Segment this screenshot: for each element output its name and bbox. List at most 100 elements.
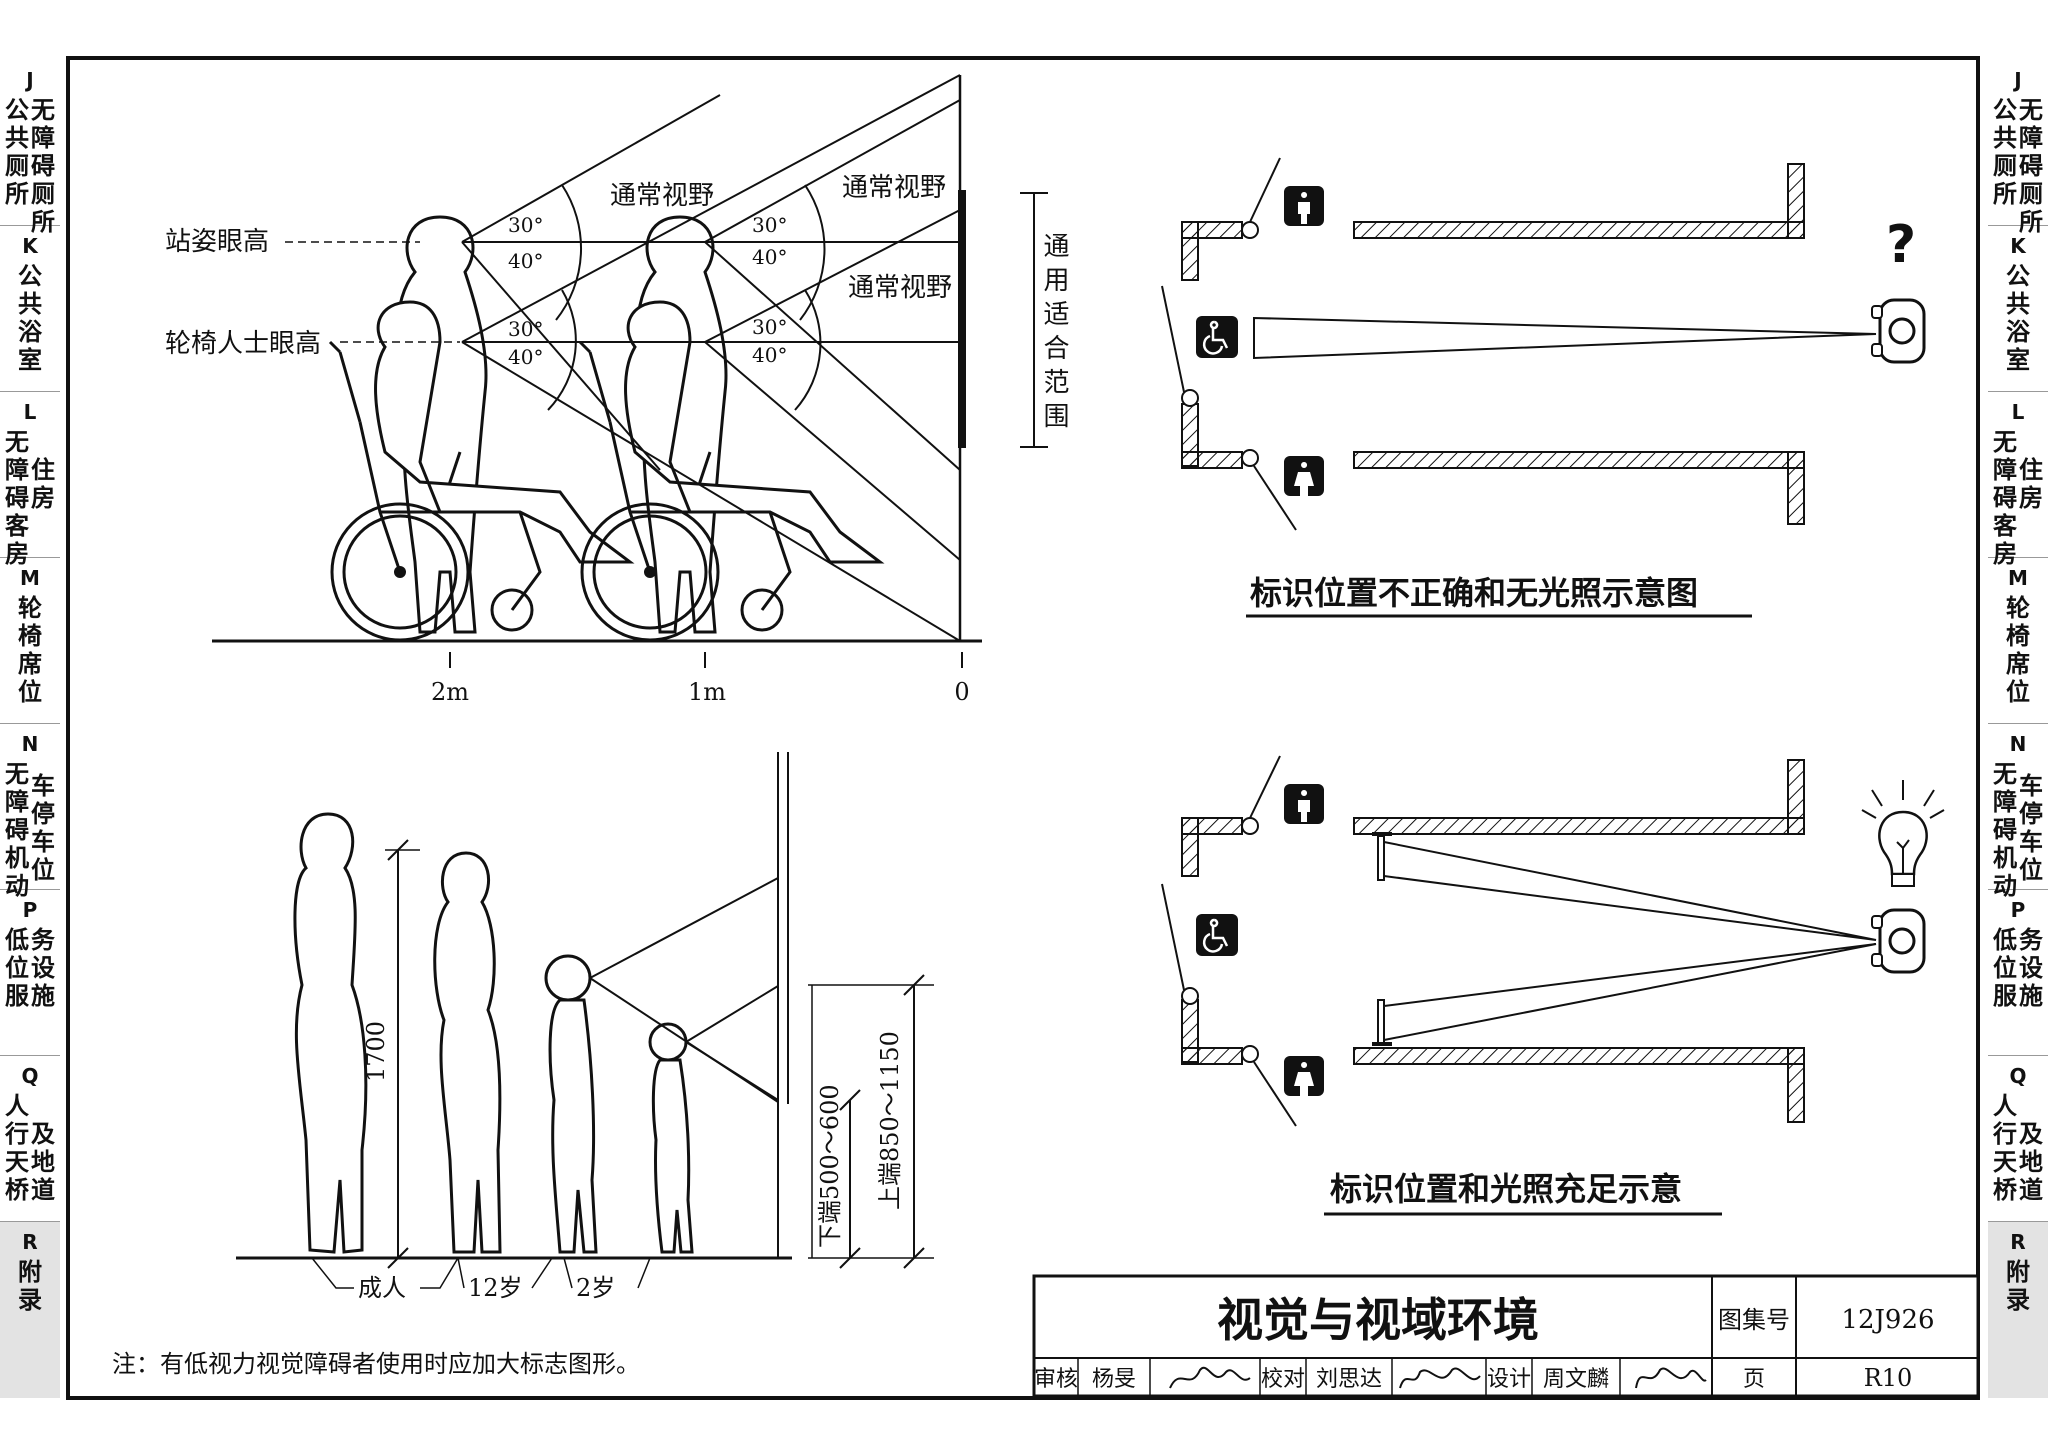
angle-down-label: 40°	[508, 249, 543, 273]
wheelchair-user-2	[578, 300, 882, 642]
side-tab-l-left[interactable]: L 无障碍客房 住房	[0, 392, 60, 568]
tab-label-a: 人行天桥	[5, 1092, 29, 1204]
distance-label-1m: 1m	[688, 678, 726, 706]
tab-label: 公共浴室	[18, 262, 42, 374]
age-2-label: 2岁	[576, 1274, 615, 1302]
tab-letter: R	[22, 1230, 38, 1254]
side-tab-r-left[interactable]: R 附录	[0, 1222, 60, 1398]
plan-incorrect-caption: 标识位置不正确和无光照示意图	[1250, 574, 1698, 612]
atlas-number: 12J926	[1841, 1305, 1934, 1335]
side-tab-k-left[interactable]: K 公共浴室	[0, 226, 60, 392]
visual-field-label: 通常视野	[848, 273, 952, 303]
drawing-frame	[66, 56, 1980, 1400]
tab-letter: P	[22, 898, 38, 922]
tab-label-b: 务设施	[2019, 926, 2043, 1010]
tab-label-a: 公共厕所	[5, 96, 29, 208]
side-tab-j-left[interactable]: J 公共厕所 无障碍厕所	[0, 60, 60, 236]
tab-label-a: 无障碍机动	[5, 760, 29, 900]
light-bulb-icon	[1861, 780, 1945, 887]
side-tab-q-left[interactable]: Q 人行天桥 及地道	[0, 1056, 60, 1222]
tab-label-a: 低位服	[1993, 926, 2017, 1010]
lower-range-label: 下端500～600	[816, 1084, 844, 1248]
title-block: 视觉与视域环境 图集号 12J926 审核 杨旻 校对 刘思达 设计 周文麟 页…	[1032, 1274, 1980, 1398]
plan-correct-caption: 标识位置和光照充足示意	[1330, 1170, 1682, 1208]
eye-icon	[1871, 908, 1926, 974]
tab-label-a: 无障碍客房	[1993, 428, 2017, 568]
tab-letter: N	[2009, 732, 2027, 756]
tab-letter: R	[2010, 1230, 2026, 1254]
youth-figure	[433, 851, 502, 1254]
adult-label: 成人	[358, 1274, 406, 1302]
angle-down-label: 40°	[752, 245, 787, 269]
angle-up-label: 30°	[752, 213, 787, 237]
upper-range-label: 上端850～1150	[876, 1031, 904, 1210]
side-tab-m-right[interactable]: M 轮椅席位	[1988, 558, 2048, 724]
visual-field-label: 通常视野	[610, 181, 714, 211]
sightline-diagram: 2m 1m 0 站姿眼高 轮椅人士眼高 30° 40° 30° 40°	[165, 74, 1069, 706]
check-label: 校对	[1261, 1367, 1305, 1392]
side-tab-k-right[interactable]: K 公共浴室	[1988, 226, 2048, 392]
side-tab-n-left[interactable]: N 无障碍机动 车停车位	[0, 724, 60, 900]
wheelchair-eye-height-label: 轮椅人士眼高	[165, 329, 321, 359]
tab-letter: Q	[21, 1064, 39, 1088]
tab-letter: K	[2010, 234, 2026, 258]
tab-letter: Q	[2009, 1064, 2027, 1088]
tab-label-b: 车停车位	[31, 772, 55, 884]
tab-label: 附录	[2006, 1258, 2030, 1314]
page-number: R10	[1864, 1364, 1913, 1392]
side-tab-p-right[interactable]: P 低位服 务设施	[1988, 890, 2048, 1056]
design-label: 设计	[1487, 1367, 1531, 1392]
tab-label-b: 住房	[31, 456, 55, 512]
review-label: 审核	[1034, 1367, 1078, 1392]
page-label: 页	[1743, 1367, 1765, 1392]
side-tab-n-right[interactable]: N 无障碍机动 车停车位	[1988, 724, 2048, 900]
visual-field-label: 通常视野	[842, 173, 946, 203]
tab-letter: L	[23, 400, 37, 424]
tab-label-b: 无障碍厕所	[2019, 96, 2043, 236]
standing-eye-height-label: 站姿眼高	[165, 227, 269, 257]
angle-up-label: 30°	[752, 315, 787, 339]
side-tab-r-right[interactable]: R 附录	[1988, 1222, 2048, 1398]
tab-label-b: 务设施	[31, 926, 55, 1010]
tab-label: 轮椅席位	[2006, 594, 2030, 706]
child-12-figure	[544, 954, 598, 1254]
tab-letter: J	[2014, 68, 2022, 92]
side-tab-p-left[interactable]: P 低位服 务设施	[0, 890, 60, 1056]
tab-label-b: 无障碍厕所	[31, 96, 55, 236]
tab-label-a: 低位服	[5, 926, 29, 1010]
distance-label-2m: 2m	[431, 678, 469, 706]
angle-down-label: 40°	[752, 343, 787, 367]
footnote: 注：有低视力视觉障碍者使用时应加大标志图形。	[112, 1350, 640, 1378]
tab-label-a: 无障碍客房	[5, 428, 29, 568]
tab-label-b: 及地道	[31, 1120, 55, 1204]
eye-icon	[1871, 298, 1926, 364]
tab-letter: L	[2011, 400, 2025, 424]
tab-label: 附录	[18, 1258, 42, 1314]
tab-label-b: 住房	[2019, 456, 2043, 512]
question-mark: ?	[1886, 215, 1916, 275]
tab-letter: J	[26, 68, 34, 92]
plan-incorrect: ? 标识位置不正确和无光照示意图	[1161, 157, 1926, 618]
tab-letter: M	[20, 566, 40, 590]
checker-signature	[1399, 1367, 1481, 1389]
height-diagram: 1700 下端500～600 上端850～1150 成人 12岁 2岁	[236, 752, 934, 1302]
side-tab-l-right[interactable]: L 无障碍客房 住房	[1988, 392, 2048, 568]
tab-letter: K	[22, 234, 38, 258]
drawing-title: 视觉与视域环境	[1217, 1293, 1539, 1347]
designer-name: 周文麟	[1543, 1367, 1609, 1392]
plan-correct: 标识位置和光照充足示意	[1161, 755, 1945, 1216]
tab-label-b: 及地道	[2019, 1120, 2043, 1204]
tab-label-a: 公共厕所	[1993, 96, 2017, 208]
adult-figure	[293, 812, 368, 1254]
tab-label: 公共浴室	[2006, 262, 2030, 374]
reviewer-name: 杨旻	[1092, 1367, 1136, 1392]
side-tab-j-right[interactable]: J 公共厕所 无障碍厕所	[1988, 60, 2048, 236]
tab-letter: M	[2008, 566, 2028, 590]
tab-letter: P	[2010, 898, 2026, 922]
side-tab-q-right[interactable]: Q 人行天桥 及地道	[1988, 1056, 2048, 1222]
angle-down-label: 40°	[508, 345, 543, 369]
distance-label-0: 0	[954, 678, 969, 706]
tab-label-a: 无障碍机动	[1993, 760, 2017, 900]
side-tab-m-left[interactable]: M 轮椅席位	[0, 558, 60, 724]
